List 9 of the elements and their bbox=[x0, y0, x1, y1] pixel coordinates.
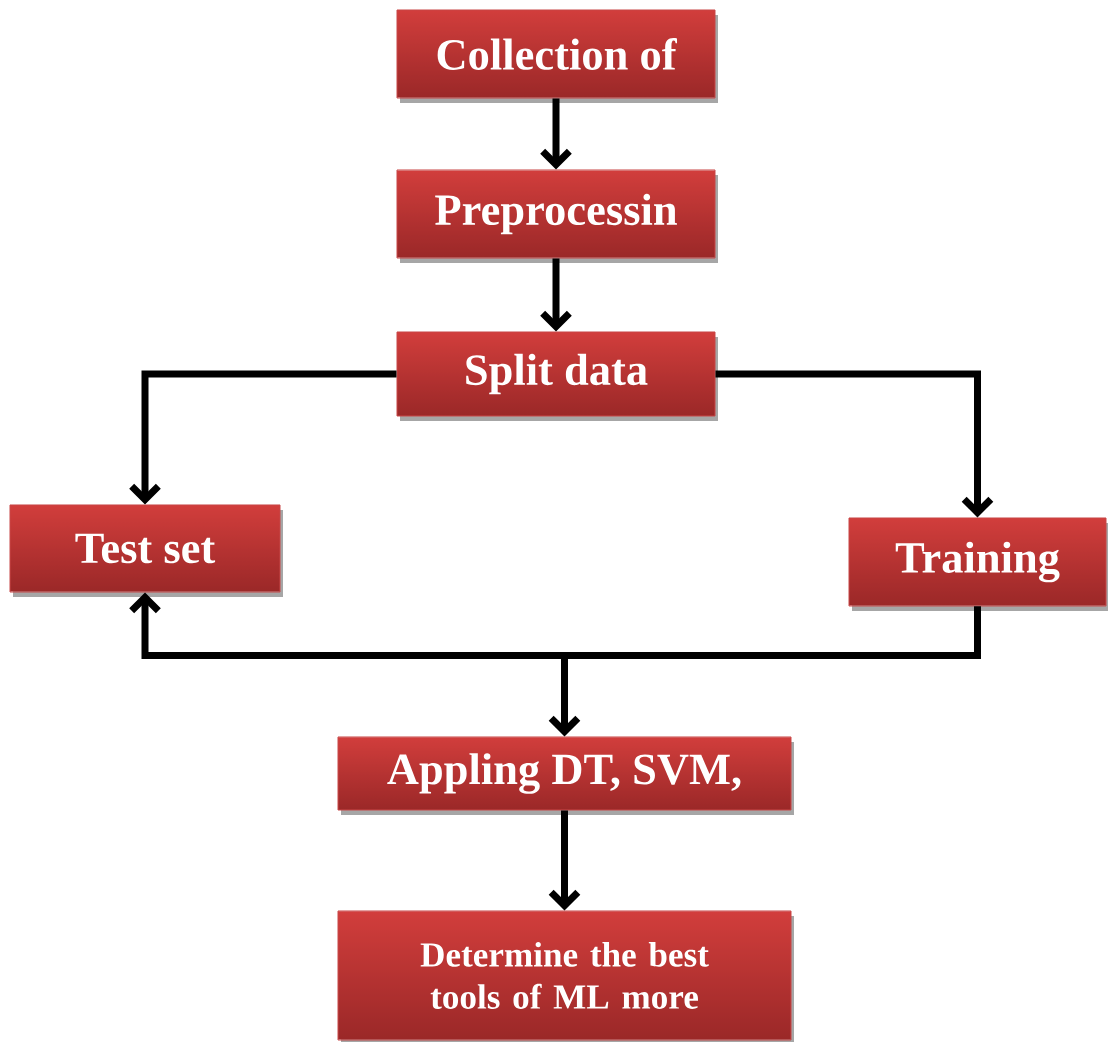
process-box: Test set bbox=[9, 504, 283, 597]
process-box: Split data bbox=[396, 331, 718, 421]
process-box: Training bbox=[848, 517, 1108, 611]
process-box: Determine the best tools of ML more bbox=[337, 910, 794, 1042]
process-box: Preprocessin bbox=[396, 169, 718, 263]
arrow bbox=[129, 370, 397, 505]
process-box: Collection of bbox=[396, 9, 718, 103]
arrow bbox=[715, 370, 994, 518]
process-box: Appling DT, SVM, bbox=[337, 736, 794, 815]
